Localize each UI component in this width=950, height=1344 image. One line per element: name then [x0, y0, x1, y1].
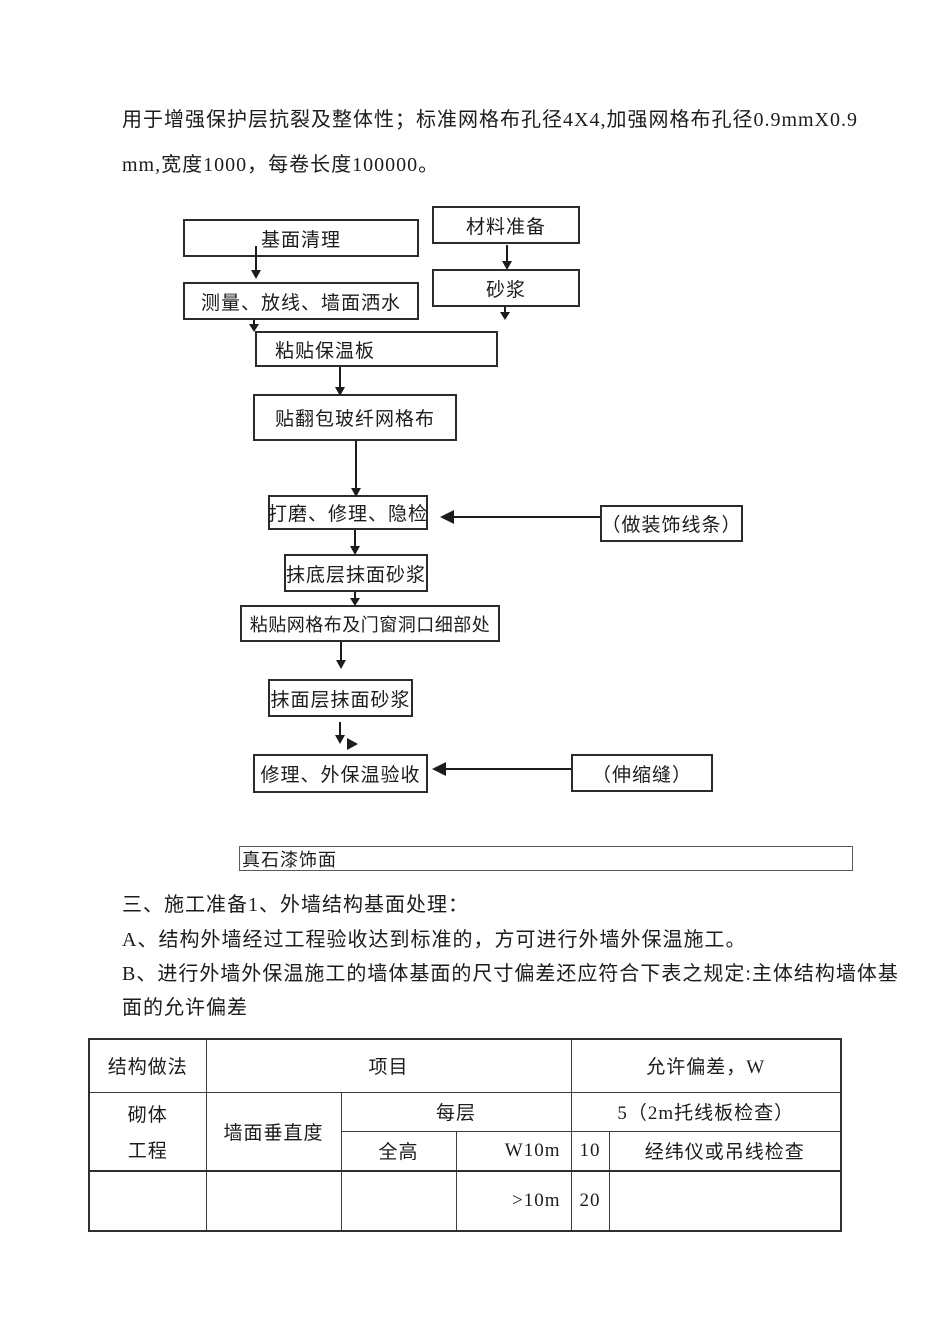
flow-box-polish: 打磨、修理、隐检	[268, 495, 428, 530]
table-cell-empty	[88, 1170, 207, 1232]
header-tolerance: 允许偏差，W	[570, 1038, 842, 1093]
flow-box-paste-board: 粘贴保温板	[255, 331, 498, 367]
cell-le-10m: W10m	[455, 1130, 572, 1172]
cell-per-floor: 每层	[340, 1091, 572, 1132]
arrow-mortar-down	[500, 307, 510, 320]
intro-paragraph-line1: 用于增强保护层抗裂及整体性；标准网格布孔径4X4,加强网格布孔径0.9mmX0.…	[122, 109, 858, 131]
table-cell-empty	[205, 1170, 342, 1232]
arrow-wrap-mesh-to-polish	[351, 441, 361, 497]
arrow-expansion-to-repair	[432, 762, 571, 776]
arrow-polish-to-base-coat	[350, 530, 360, 555]
flow-box-measure: 测量、放线、墙面洒水	[183, 282, 419, 320]
arrow-material-to-mortar	[502, 245, 512, 270]
arrow-deco-line-to-polish	[440, 510, 600, 524]
flow-box-deco-line: （做装饰线条）	[600, 505, 743, 542]
section-heading: 三、施工准备1、外墙结构基面处理：	[122, 894, 469, 916]
cell-structure-line2: 工程	[127, 1140, 168, 1162]
arrow-face-coat-right-head	[347, 738, 358, 750]
cell-full-height: 全高	[340, 1130, 457, 1172]
flow-box-stone-paint: 真石漆饰面	[239, 846, 853, 871]
table-header-row: 结构做法 项目 允许偏差，W	[88, 1038, 842, 1093]
flow-box-base-clean: 基面清理	[183, 219, 419, 257]
flow-box-base-coat: 抹底层抹面砂浆	[284, 554, 428, 592]
arrow-face-coat-down	[335, 722, 345, 744]
header-item: 项目	[205, 1038, 572, 1093]
cell-check-method: 经纬仪或吊线检查	[608, 1130, 842, 1172]
flow-box-wrap-mesh: 贴翻包玻纤网格布	[253, 394, 457, 441]
flow-box-mortar: 砂浆	[432, 269, 580, 307]
item-a-text: A、结构外墙经过工程验收达到标准的，方可进行外墙外保温施工。	[122, 929, 747, 951]
cell-le-10m-value: 10	[570, 1130, 610, 1172]
tolerance-table: 结构做法 项目 允许偏差，W 砌体 工程 墙面垂直度 每层 5（2m托线板检查）…	[88, 1038, 842, 1232]
table-cell-empty	[340, 1170, 457, 1232]
cell-structure-method-lines: 砌体 工程	[90, 1095, 205, 1167]
arrow-base-coat-to-paste-mesh	[350, 592, 360, 606]
cell-gt-10m-value: 20	[570, 1170, 610, 1232]
table-row: 全高 W10m 10 经纬仪或吊线检查	[89, 1130, 842, 1172]
cell-structure-method: 砌体 工程	[88, 1091, 207, 1172]
arrow-paste-board-to-wrap-mesh	[335, 367, 345, 396]
flow-box-repair-accept: 修理、外保温验收	[253, 754, 428, 793]
table-cell-empty	[608, 1170, 842, 1232]
header-structure-method: 结构做法	[88, 1038, 207, 1093]
item-b-text-line2: 面的允许偏差	[122, 997, 248, 1019]
cell-gt-10m: >10m	[455, 1170, 572, 1232]
cell-per-floor-value: 5（2m托线板检查）	[570, 1091, 842, 1132]
flow-box-paste-mesh: 粘贴网格布及门窗洞口细部处	[240, 605, 500, 642]
intro-paragraph-line2: mm,宽度1000，每卷长度100000。	[122, 154, 440, 176]
item-b-text-line1: B、进行外墙外保温施工的墙体基面的尺寸偏差还应符合下表之规定:主体结构墙体基	[122, 963, 899, 985]
cell-structure-line1: 砌体	[127, 1104, 168, 1126]
arrow-paste-mesh-to-face-coat	[336, 642, 346, 669]
table-row: 砌体 工程 墙面垂直度 每层 5（2m托线板检查）	[88, 1091, 842, 1172]
cell-wall-verticality: 墙面垂直度	[205, 1091, 342, 1172]
table-row: >10m 20	[88, 1170, 842, 1232]
flow-box-face-coat: 抹面层抹面砂浆	[268, 679, 413, 717]
flow-box-expansion-joint: （伸缩缝）	[571, 754, 713, 792]
flow-box-material-prep: 材料准备	[432, 206, 580, 244]
